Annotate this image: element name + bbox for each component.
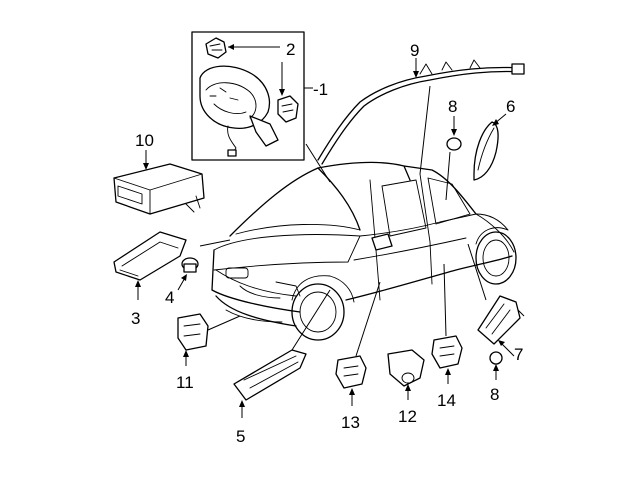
callout-7: 7: [514, 345, 523, 364]
callout-13: 13: [341, 413, 360, 432]
sensor-14: [431, 263, 463, 384]
callout-labels: -1 2 3 4 5 6 7 8 8 9 10 11 12 13 14: [131, 40, 523, 446]
sensor-plate: [113, 231, 187, 300]
callout-1: -1: [313, 80, 328, 99]
callout-8-bottom: 8: [490, 385, 499, 404]
bolt-8-top: [446, 116, 462, 151]
control-unit: [113, 150, 205, 215]
sensor-bracket-5: [233, 289, 331, 418]
driver-airbag-group: [191, 31, 313, 161]
callout-3: 3: [131, 309, 140, 328]
curtain-airbag: [317, 58, 525, 165]
bolt-8-bottom: [489, 351, 503, 380]
callout-12: 12: [398, 407, 417, 426]
sensor-12: [387, 349, 425, 400]
callout-14: 14: [437, 391, 456, 410]
impact-sensor-11: [177, 313, 241, 366]
callout-8-top: 8: [448, 97, 457, 116]
callout-10: 10: [135, 131, 154, 150]
callout-4: 4: [165, 288, 174, 307]
callout-2: 2: [286, 40, 295, 59]
leader-lines: [305, 85, 451, 201]
sensor-13: [335, 281, 381, 406]
callout-11: 11: [176, 373, 194, 392]
callout-9: 9: [410, 41, 419, 60]
plug-4: [177, 257, 199, 291]
callout-5: 5: [236, 427, 245, 446]
bracket-7: [467, 243, 525, 357]
car-outline: [199, 161, 517, 341]
callout-6: 6: [506, 97, 515, 116]
side-airbag-6: [473, 113, 507, 181]
